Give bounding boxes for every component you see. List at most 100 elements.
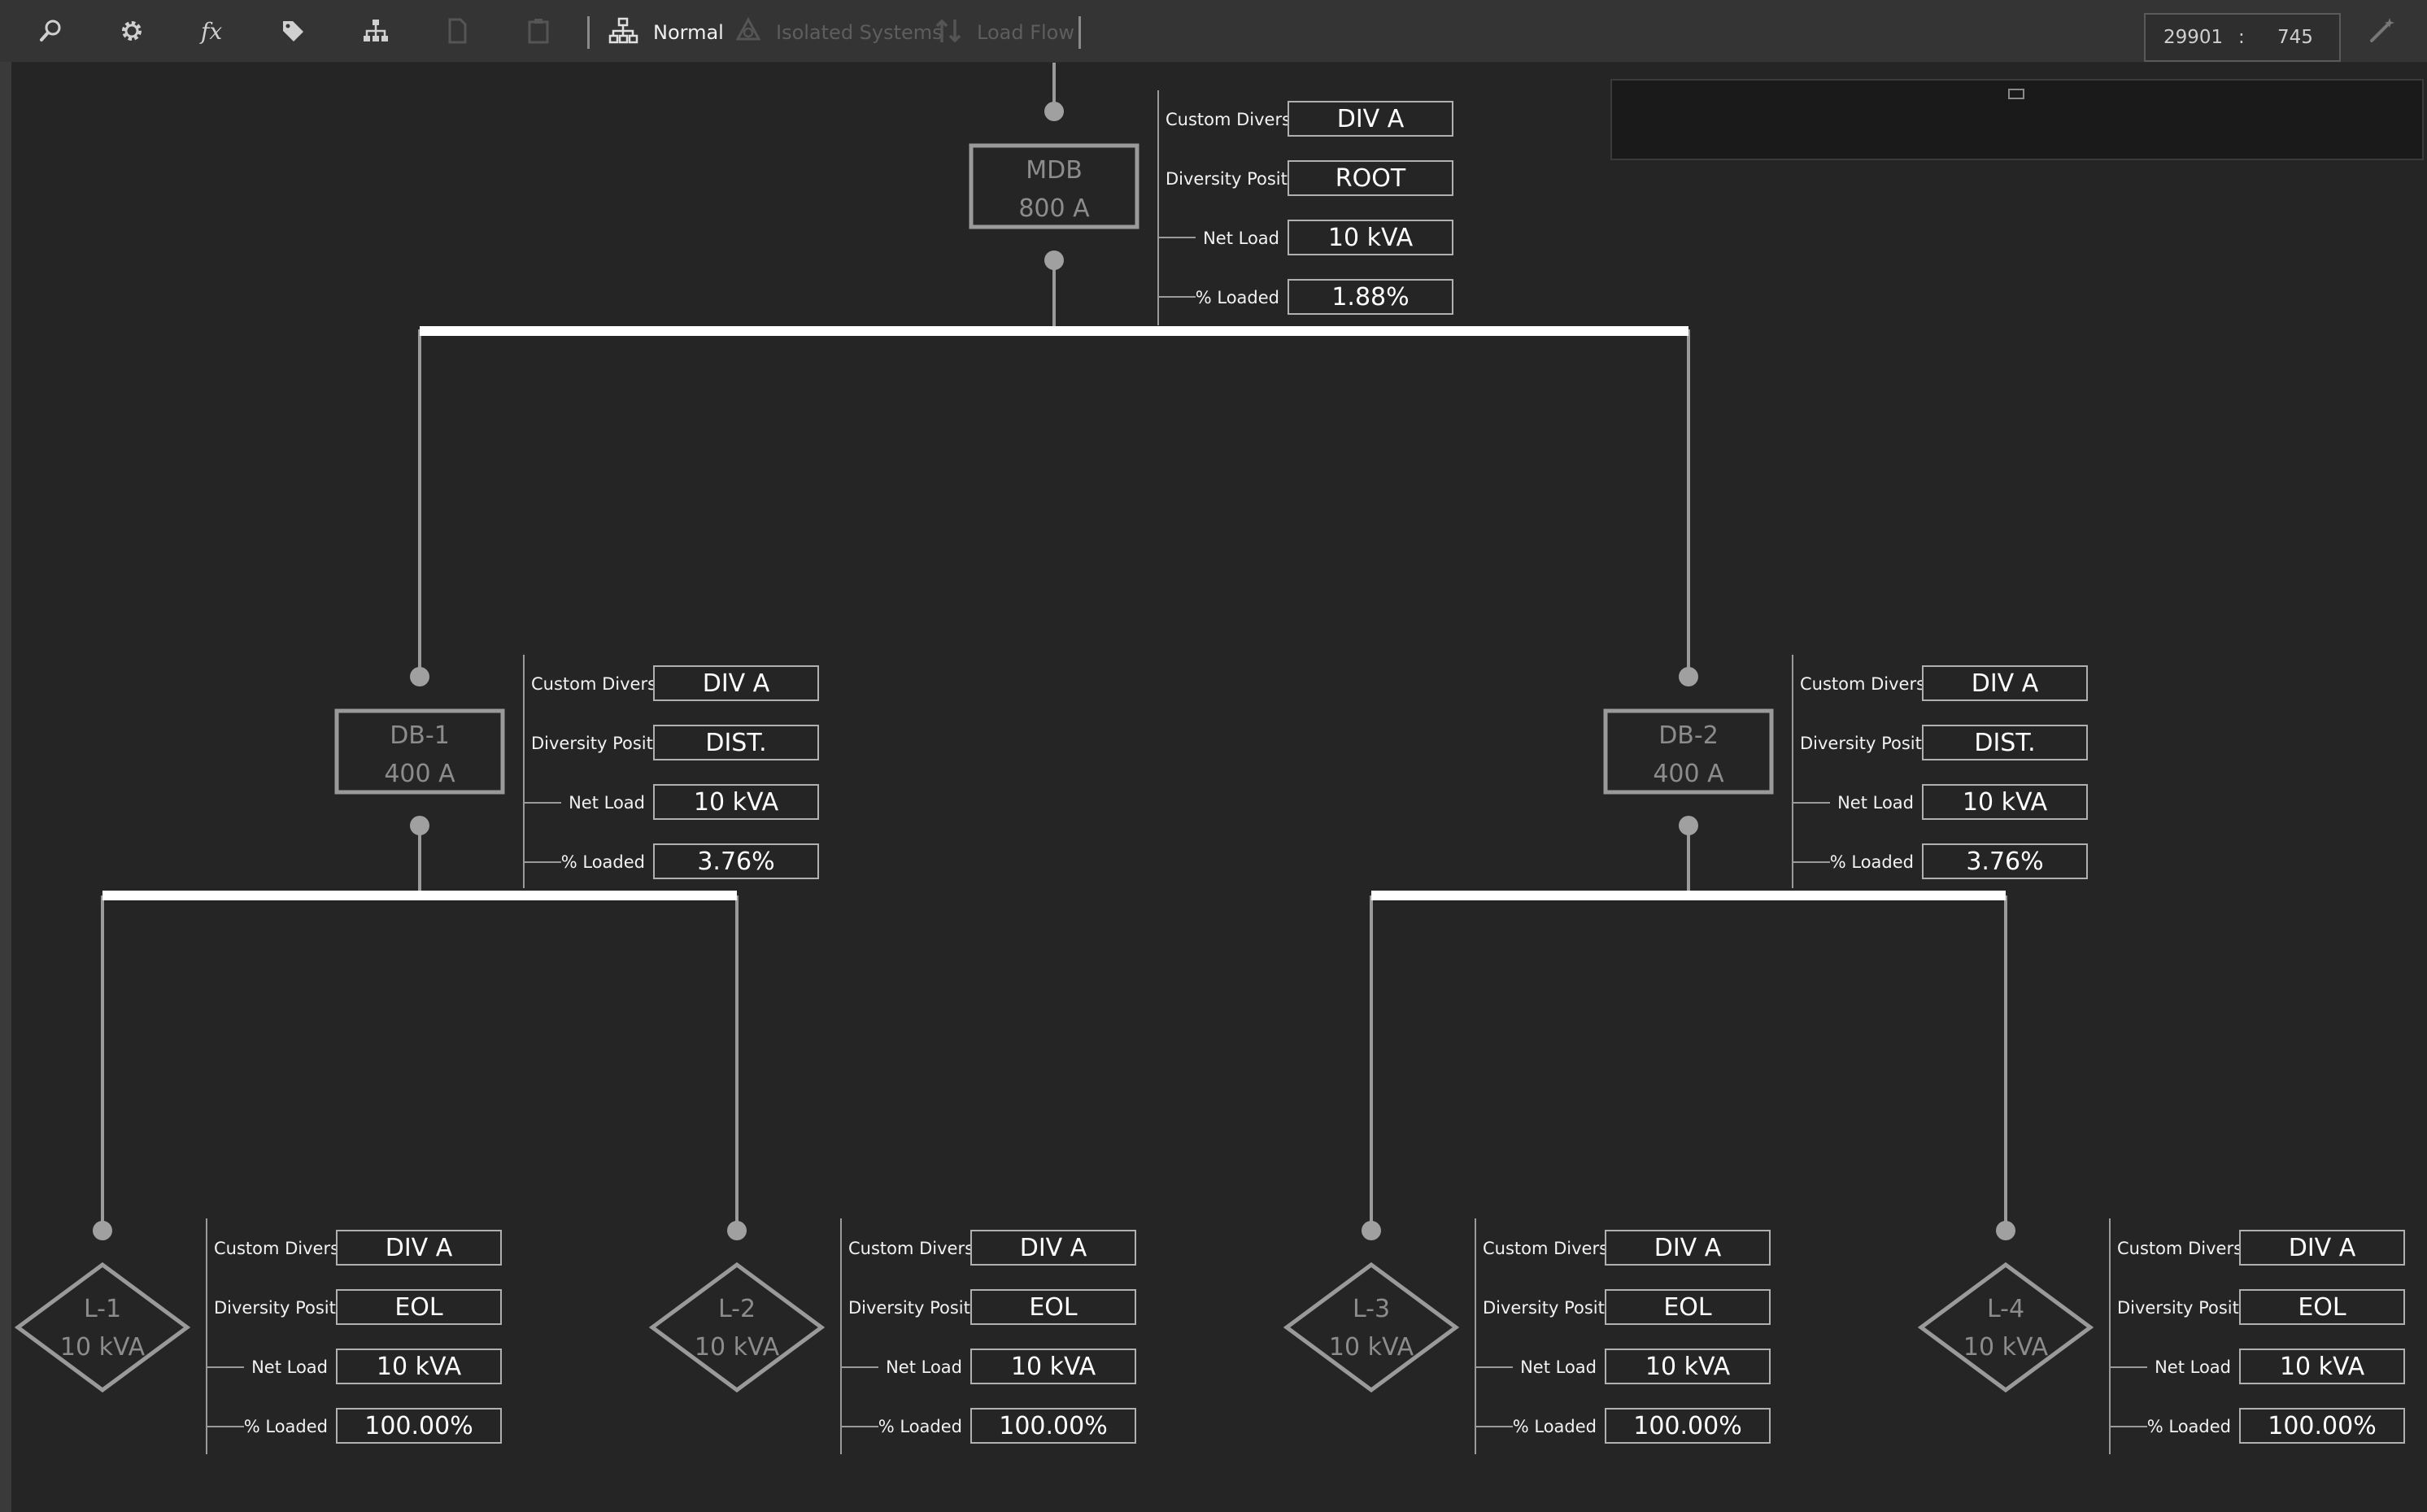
diversity-position-label: Diversity Position [531, 734, 653, 753]
mdb-diversity-position-field[interactable]: ROOT [1288, 160, 1453, 196]
percent-loaded-label: % Loaded [560, 852, 645, 872]
percent-loaded-label: % Loaded [1195, 288, 1279, 307]
l4-name: L-4 [1987, 1295, 2024, 1323]
hierarchy-icon[interactable] [356, 11, 395, 50]
percent-loaded-label: % Loaded [1829, 852, 1914, 872]
l2-diversity-position-field[interactable]: EOL [970, 1289, 1136, 1325]
function-icon[interactable]: fx [194, 11, 233, 50]
clipboard-icon[interactable] [519, 11, 558, 50]
coord-x: 29901 [2163, 27, 2224, 48]
db1-rating: 400 A [384, 760, 455, 788]
db1-custom-diversity-field[interactable]: DIV A [653, 665, 819, 701]
db1-name: DB-1 [390, 721, 450, 750]
db1-net-load-field[interactable]: 10 kVA [653, 784, 819, 820]
net-load-label: Net Load [1837, 793, 1914, 813]
toolbar-separator [587, 16, 590, 49]
l2-custom-diversity-field[interactable]: DIV A [970, 1230, 1136, 1266]
l2-name: L-2 [718, 1295, 756, 1323]
l3-custom-diversity-field[interactable]: DIV A [1605, 1230, 1771, 1266]
db2-name: DB-2 [1658, 721, 1719, 750]
minimap-viewport[interactable] [2008, 89, 2024, 99]
db2-percent-loaded-field[interactable]: 3.76% [1922, 843, 2088, 879]
l2-net-load-field[interactable]: 10 kVA [970, 1349, 1136, 1384]
load-l2 [648, 1261, 826, 1393]
l2-rating: 10 kVA [695, 1333, 780, 1362]
hierarchy-mode-icon[interactable] [603, 11, 643, 50]
custom-diversity-label: Custom Diversity [1166, 110, 1288, 129]
db2-custom-diversity-field[interactable]: DIV A [1922, 665, 2088, 701]
net-load-label: Net Load [569, 793, 645, 813]
l4-rating: 10 kVA [1963, 1333, 2049, 1362]
diversity-position-label: Diversity Position [2117, 1298, 2239, 1318]
mdb-percent-loaded-field[interactable]: 1.88% [1288, 279, 1453, 315]
diversity-position-label: Diversity Position [1483, 1298, 1605, 1318]
coord-separator: : [2238, 27, 2245, 48]
net-load-label: Net Load [886, 1357, 962, 1377]
diversity-position-label: Diversity Position [214, 1298, 336, 1318]
document-icon[interactable] [438, 11, 477, 50]
tag-icon[interactable] [273, 11, 312, 50]
l3-diversity-position-field[interactable]: EOL [1605, 1289, 1771, 1325]
mode-load-flow-label[interactable]: Load Flow [977, 21, 1074, 44]
toolbar-separator [1078, 16, 1081, 49]
l1-percent-loaded-field[interactable]: 100.00% [336, 1408, 502, 1444]
mdb-net-load-field[interactable]: 10 kVA [1288, 220, 1453, 255]
l3-name: L-3 [1353, 1295, 1390, 1323]
mode-isolated-systems-label[interactable]: Isolated Systems [776, 21, 943, 44]
toolbar: fx Normal Isolated Systems Load Flow 299… [0, 0, 2427, 63]
busbar-mdb [420, 326, 1688, 336]
l1-diversity-position-field[interactable]: EOL [336, 1289, 502, 1325]
board-db2 [1603, 708, 1774, 795]
custom-diversity-label: Custom Diversity [2117, 1239, 2239, 1258]
net-load-label: Net Load [251, 1357, 328, 1377]
mode-normal-label[interactable]: Normal [653, 21, 724, 44]
net-load-label: Net Load [1203, 229, 1279, 248]
custom-diversity-label: Custom Diversity [1483, 1239, 1605, 1258]
percent-loaded-label: % Loaded [1512, 1417, 1597, 1436]
l4-diversity-position-field[interactable]: EOL [2239, 1289, 2405, 1325]
coordinate-readout: 29901 : 745 [2144, 13, 2341, 62]
mdb-name: MDB [1026, 156, 1083, 185]
l1-name: L-1 [84, 1295, 121, 1323]
l3-rating: 10 kVA [1329, 1333, 1414, 1362]
diversity-position-label: Diversity Position [1166, 169, 1288, 189]
diversity-position-label: Diversity Position [848, 1298, 970, 1318]
l2-percent-loaded-field[interactable]: 100.00% [970, 1408, 1136, 1444]
l3-net-load-field[interactable]: 10 kVA [1605, 1349, 1771, 1384]
load-l4 [1917, 1261, 2094, 1393]
gear-icon[interactable] [112, 11, 151, 50]
board-db1 [334, 708, 505, 795]
search-icon[interactable] [31, 11, 70, 50]
l4-custom-diversity-field[interactable]: DIV A [2239, 1230, 2405, 1266]
percent-loaded-label: % Loaded [878, 1417, 962, 1436]
l1-custom-diversity-field[interactable]: DIV A [336, 1230, 502, 1266]
l3-percent-loaded-field[interactable]: 100.00% [1605, 1408, 1771, 1444]
custom-diversity-label: Custom Diversity [214, 1239, 336, 1258]
mdb-custom-diversity-field[interactable]: DIV A [1288, 101, 1453, 137]
l4-percent-loaded-field[interactable]: 100.00% [2239, 1408, 2405, 1444]
busbar-db2 [1371, 891, 2006, 900]
coord-y: 745 [2277, 27, 2313, 48]
db1-percent-loaded-field[interactable]: 3.76% [653, 843, 819, 879]
percent-loaded-label: % Loaded [2146, 1417, 2231, 1436]
db2-rating: 400 A [1653, 760, 1724, 788]
minimap[interactable] [1610, 79, 2424, 160]
svg-text:fx: fx [199, 18, 222, 45]
mdb-rating: 800 A [1018, 194, 1090, 223]
diversity-position-label: Diversity Position [1800, 734, 1922, 753]
db1-diversity-position-field[interactable]: DIST. [653, 725, 819, 760]
load-flow-icon[interactable] [929, 11, 968, 50]
canvas-border [0, 62, 11, 1512]
busbar-db1 [102, 891, 737, 900]
load-l3 [1283, 1261, 1460, 1393]
custom-diversity-label: Custom Diversity [531, 674, 653, 694]
magic-wand-icon[interactable] [2362, 11, 2401, 50]
l1-net-load-field[interactable]: 10 kVA [336, 1349, 502, 1384]
db2-diversity-position-field[interactable]: DIST. [1922, 725, 2088, 760]
net-load-label: Net Load [2155, 1357, 2231, 1377]
l4-net-load-field[interactable]: 10 kVA [2239, 1349, 2405, 1384]
db2-net-load-field[interactable]: 10 kVA [1922, 784, 2088, 820]
isolated-systems-icon[interactable] [729, 11, 768, 50]
l1-rating: 10 kVA [60, 1333, 146, 1362]
